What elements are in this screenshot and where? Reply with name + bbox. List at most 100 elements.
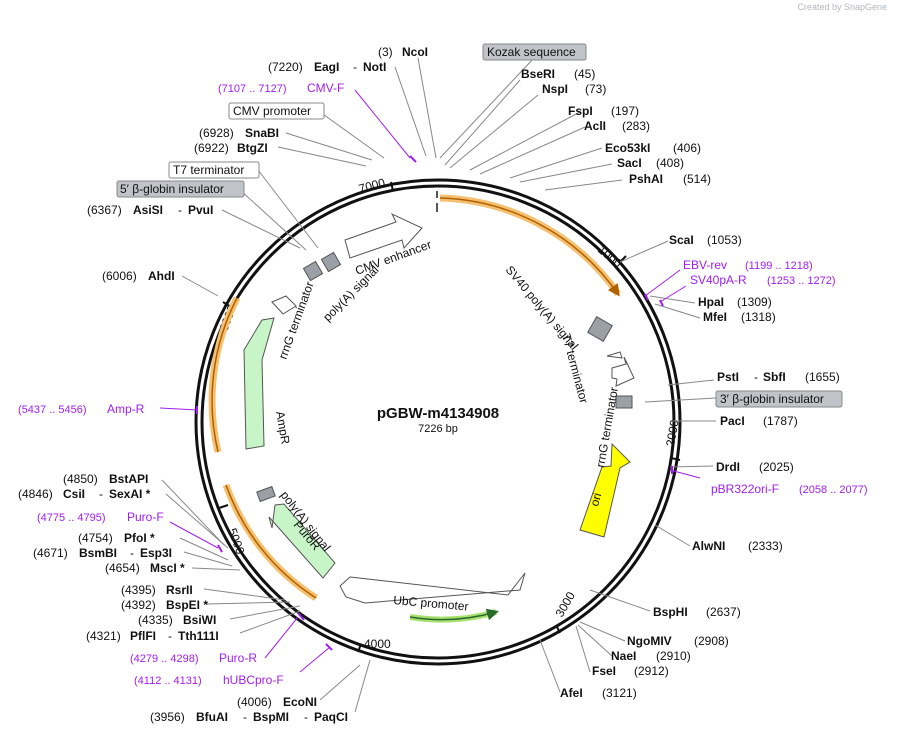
svg-text:CMV-F: CMV-F	[307, 81, 344, 95]
site-alwni[interactable]: AlwNI (2333)	[692, 539, 783, 553]
site-scai[interactable]: ScaI (1053)	[669, 233, 742, 247]
site-bsmbi-esp3i[interactable]: (4671) BsmBI - Esp3I	[33, 546, 172, 560]
site-eco53ki[interactable]: Eco53kI (406)	[605, 141, 701, 155]
site-bsphi[interactable]: BspHI (2637)	[653, 605, 741, 619]
svg-text:BspMI: BspMI	[253, 710, 289, 724]
site-econi[interactable]: (4006) EcoNI	[237, 695, 317, 709]
svg-text:NcoI: NcoI	[402, 45, 428, 59]
site-msci[interactable]: (4654) MscI *	[105, 561, 185, 575]
svg-text:-: -	[168, 629, 172, 643]
t7-terminator-box[interactable]: T7 terminator	[168, 161, 260, 179]
cmv-promoter-box[interactable]: CMV promoter	[228, 102, 325, 120]
rrng-terminator-left-label: rrnG terminator	[276, 280, 317, 361]
svg-text:NotI: NotI	[363, 60, 386, 74]
polya-top-box-1	[302, 260, 324, 282]
orf-arc-bottom-line	[225, 484, 317, 599]
primer-amp-r[interactable]: (5437 .. 5456) Amp-R	[18, 402, 145, 416]
bglobin3-insulator-box[interactable]: 3′ β-globin insulator	[715, 390, 843, 408]
svg-text:Eco53kI: Eco53kI	[605, 141, 650, 155]
svg-text:(6367): (6367)	[87, 203, 122, 217]
svg-text:FseI: FseI	[592, 664, 616, 678]
puror-arrow	[268, 503, 336, 579]
site-paci[interactable]: PacI (1787)	[720, 414, 798, 428]
cmv-enhancer-arrow	[344, 212, 423, 259]
svg-text:3′ β-globin insulator: 3′ β-globin insulator	[720, 392, 824, 406]
svg-text:hUBCpro-F: hUBCpro-F	[223, 673, 284, 687]
svg-text:-: -	[353, 60, 357, 74]
bglobin5-insulator-box[interactable]: 5′ β-globin insulator	[116, 180, 245, 198]
site-bsiwi[interactable]: (4335) BsiWI	[138, 613, 216, 627]
svg-text:(2908): (2908)	[694, 634, 729, 648]
orf-arc-top	[439, 194, 621, 297]
svg-text:(4654): (4654)	[105, 561, 140, 575]
primer-pbr322ori-f[interactable]: pBR322ori-F (2058 .. 2077)	[711, 482, 868, 496]
plasmid-name: pGBW-m4134908	[377, 405, 499, 422]
site-bstapi[interactable]: (4850) BstAPI	[63, 472, 148, 486]
ubc-promoter-label: UbC promoter	[393, 593, 469, 614]
rrng-term-right-arrow	[611, 356, 635, 387]
primer-ebv-rev[interactable]: EBV-rev (1199 .. 1218)	[683, 258, 813, 272]
svg-text:(2912): (2912)	[634, 664, 669, 678]
svg-text:(283): (283)	[622, 119, 650, 133]
primer-puro-f[interactable]: (4775 .. 4795) Puro-F	[37, 510, 164, 524]
svg-text:Kozak sequence: Kozak sequence	[487, 45, 576, 59]
site-fspi[interactable]: FspI (197)	[568, 104, 639, 118]
site-ncoi[interactable]: (3) NcoI	[378, 45, 428, 59]
svg-text:(1253 .. 1272): (1253 .. 1272)	[767, 275, 836, 287]
svg-text:FspI: FspI	[568, 104, 593, 118]
svg-text:PflFI: PflFI	[130, 629, 156, 643]
site-csii-sexai[interactable]: (4846) CsiI - SexAI *	[18, 487, 151, 501]
site-bseri[interactable]: BseRI (45)	[521, 67, 595, 81]
primer-sv40pa-r[interactable]: SV40pA-R (1253 .. 1272)	[690, 273, 836, 287]
site-asisi-pvui[interactable]: (6367) AsiSI - PvuI	[87, 203, 213, 217]
svg-text:-: -	[178, 203, 182, 217]
site-saci[interactable]: SacI (408)	[617, 156, 684, 170]
primer-cmv-f[interactable]: (7107 .. 7127) CMV-F	[218, 81, 344, 95]
svg-text:AlwNI: AlwNI	[692, 539, 725, 553]
site-bfuai-bspmi-paqci[interactable]: (3956) BfuAI - BspMI - PaqCI	[150, 710, 348, 724]
site-eagi-noti[interactable]: (7220) EagI - NotI	[268, 60, 386, 74]
svg-text:(1199 .. 1218): (1199 .. 1218)	[745, 260, 813, 272]
site-pfoi[interactable]: (4754) PfoI *	[78, 531, 155, 545]
site-nspi[interactable]: NspI (73)	[542, 82, 606, 96]
site-ngomiv[interactable]: NgoMIV (2908)	[627, 634, 729, 648]
site-mfei[interactable]: MfeI (1318)	[703, 310, 776, 324]
site-pshai[interactable]: PshAI (514)	[629, 172, 711, 186]
site-acli[interactable]: AclI (283)	[584, 119, 650, 133]
orf-arc-left-line	[211, 297, 238, 453]
svg-text:-: -	[304, 710, 308, 724]
sv40-polya-box	[587, 316, 613, 342]
ori-label: ori	[587, 491, 604, 508]
primer-puro-r[interactable]: (4279 .. 4298) Puro-R	[130, 651, 257, 665]
site-pflfi-tth111i[interactable]: (4321) PflFI - Tth111I	[86, 629, 219, 643]
svg-text:AfeI: AfeI	[560, 686, 583, 700]
site-ahdi[interactable]: (6006) AhdI	[102, 269, 175, 283]
bglobin3-box	[615, 395, 633, 409]
svg-text:PvuI: PvuI	[188, 203, 213, 217]
svg-text:Puro-R: Puro-R	[219, 651, 257, 665]
svg-text:(2637): (2637)	[706, 605, 741, 619]
kozak-sequence-box[interactable]: Kozak sequence	[482, 43, 587, 61]
svg-text:EcoNI: EcoNI	[283, 695, 317, 709]
site-drdi[interactable]: DrdI (2025)	[716, 460, 794, 474]
svg-text:PacI: PacI	[720, 414, 745, 428]
primer-hubcpro-f[interactable]: (4112 .. 4131) hUBCpro-F	[134, 673, 284, 687]
svg-text:MfeI: MfeI	[703, 310, 727, 324]
site-bspei[interactable]: (4392) BspEI *	[121, 598, 208, 612]
tick-4000: 4000	[364, 637, 391, 651]
site-rsrii[interactable]: (4395) RsrII	[121, 583, 193, 597]
ubc-promoter-arrow	[339, 572, 526, 604]
site-fsei[interactable]: FseI (2912)	[592, 664, 669, 678]
backbone-inner-ring	[200, 184, 676, 660]
site-naei[interactable]: NaeI (2910)	[611, 649, 691, 663]
svg-text:(1787): (1787)	[763, 414, 798, 428]
svg-text:(6006): (6006)	[102, 269, 137, 283]
svg-text:(4850): (4850)	[63, 472, 98, 486]
site-psti-sbfi[interactable]: PstI - SbfI (1655)	[717, 370, 840, 384]
svg-text:-: -	[99, 487, 103, 501]
site-snabi[interactable]: (6928) SnaBI	[199, 126, 279, 140]
site-hpai[interactable]: HpaI (1309)	[698, 295, 772, 309]
svg-text:(1655): (1655)	[805, 370, 840, 384]
site-afei[interactable]: AfeI (3121)	[560, 686, 637, 700]
site-btgzi[interactable]: (6922) BtgZI	[194, 141, 268, 155]
